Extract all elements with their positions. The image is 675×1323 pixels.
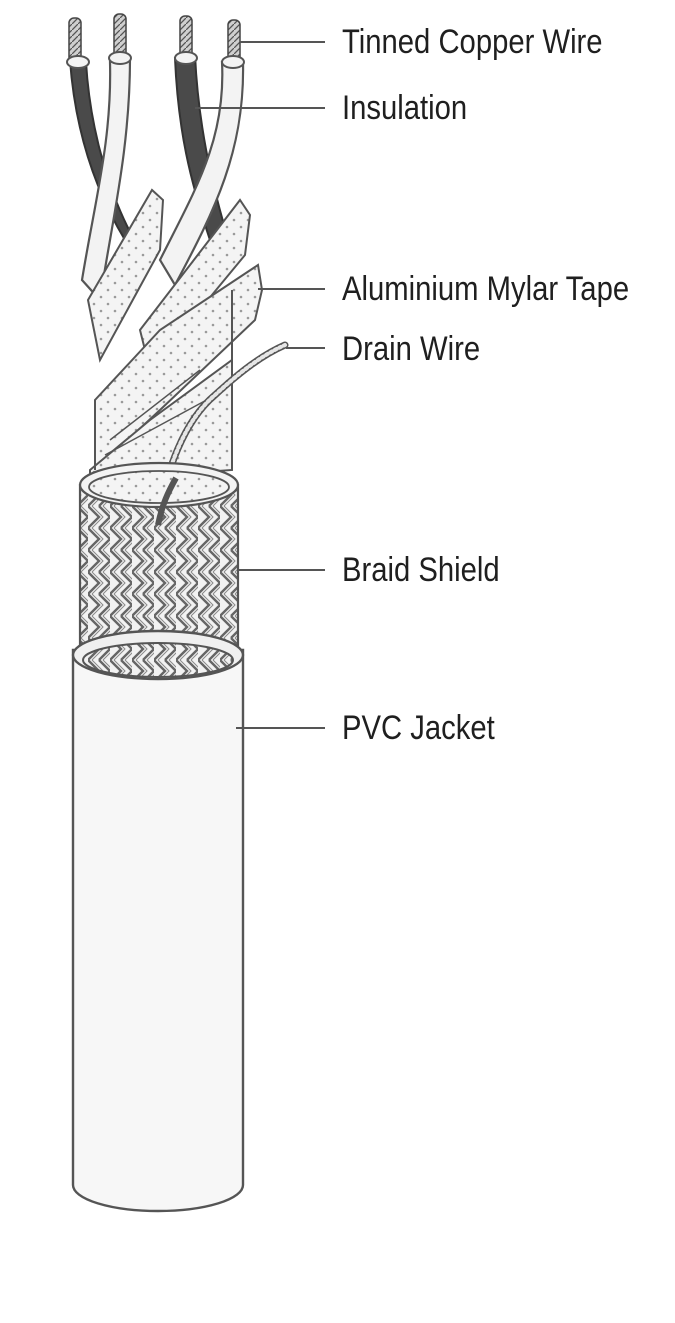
label-insulation: Insulation [342, 89, 468, 127]
copper-strand-tips [66, 13, 245, 69]
pvc-jacket [71, 629, 245, 1213]
conductor-wires [66, 13, 245, 303]
label-tinned-copper-wire: Tinned Copper Wire [342, 23, 603, 61]
label-braid-shield: Braid Shield [342, 551, 500, 589]
label-aluminium-mylar-tape: Aluminium Mylar Tape [342, 270, 630, 308]
label-pvc-jacket: PVC Jacket [342, 709, 495, 747]
braid-shield [78, 461, 240, 682]
aluminium-mylar-tape [86, 188, 264, 482]
label-drain-wire: Drain Wire [342, 330, 481, 368]
leader-lines [195, 41, 325, 729]
